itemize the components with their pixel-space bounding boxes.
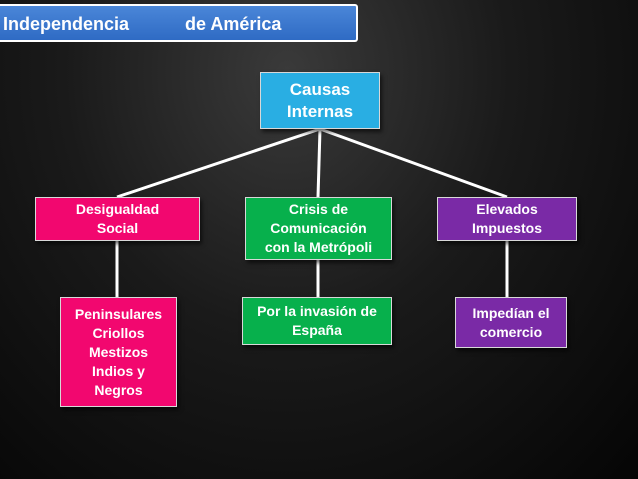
cause-node-label: Desigualdad Social (75, 201, 160, 236)
detail-node-crisis: Por la invasión de España (242, 297, 392, 345)
root-node-label: Causas Internas (286, 79, 354, 121)
detail-node-desigualdad: Peninsulares Criollos Mestizos Indios y … (60, 297, 177, 407)
title-part-1: Independencia (3, 14, 130, 34)
detail-node-impuestos: Impedían el comercio (455, 297, 567, 348)
detail-node-label: Por la invasión de España (257, 303, 377, 338)
title-part-2: de América (185, 14, 282, 34)
cause-node-desigualdad: Desigualdad Social (35, 197, 200, 241)
connector-root-cause-1 (116, 127, 321, 199)
cause-node-label: Crisis de Comunicación con la Metrópoli (264, 201, 373, 255)
connector-root-cause-2 (316, 128, 322, 198)
detail-node-label: Peninsulares Criollos Mestizos Indios y … (74, 305, 163, 398)
title-bar: Independencia de América (0, 4, 358, 42)
cause-node-label: Elevados Impuestos (471, 201, 542, 236)
root-node: Causas Internas (260, 72, 380, 129)
detail-node-label: Impedían el comercio (472, 304, 550, 340)
cause-node-crisis: Crisis de Comunicación con la Metrópoli (245, 197, 392, 260)
cause-node-impuestos: Elevados Impuestos (437, 197, 577, 241)
connector-root-cause-3 (319, 127, 508, 199)
